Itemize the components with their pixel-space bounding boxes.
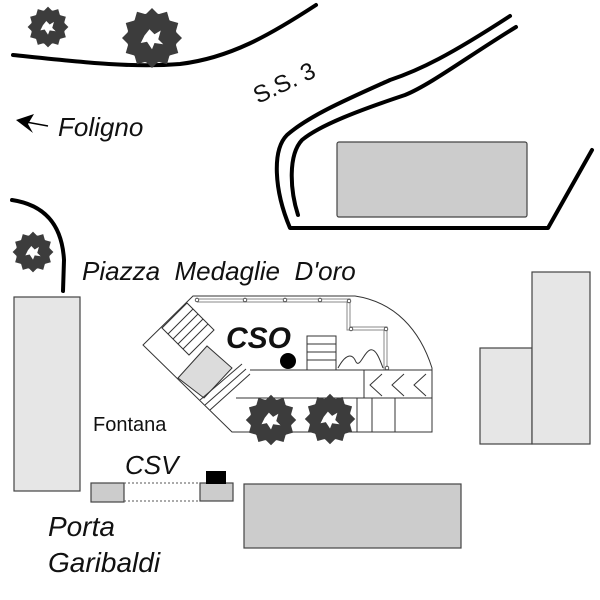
arrow-left-icon xyxy=(16,114,49,133)
csv-label: CSV xyxy=(125,450,181,480)
road-label: S.S. 3 xyxy=(249,57,320,109)
ss3-road-inner xyxy=(289,25,518,217)
building xyxy=(479,347,533,445)
location-dot-icon xyxy=(280,353,296,369)
csv-marker-icon xyxy=(206,471,226,484)
cso-label: CSO xyxy=(226,322,291,355)
gate-label-line2: Garibaldi xyxy=(48,547,161,578)
tree-icon xyxy=(12,231,54,273)
direction-label: Foligno xyxy=(58,112,143,142)
gate-label-line1: Porta xyxy=(48,511,115,542)
square-label: Piazza Medaglie D'oro xyxy=(82,256,356,286)
gate-pillar xyxy=(199,482,234,502)
ss3-road-outer xyxy=(274,14,594,230)
top-road xyxy=(11,3,318,68)
building xyxy=(336,141,528,218)
tree-icon xyxy=(122,8,182,68)
tree-icon xyxy=(304,393,356,445)
tree-icon xyxy=(27,6,69,48)
fountain-label: Fontana xyxy=(93,414,167,436)
left-road xyxy=(10,198,66,293)
building xyxy=(243,483,462,549)
building xyxy=(531,271,591,445)
building xyxy=(13,296,81,492)
gate-pillar xyxy=(90,482,125,503)
tree-icon xyxy=(245,394,297,446)
cso-complex xyxy=(142,295,433,433)
